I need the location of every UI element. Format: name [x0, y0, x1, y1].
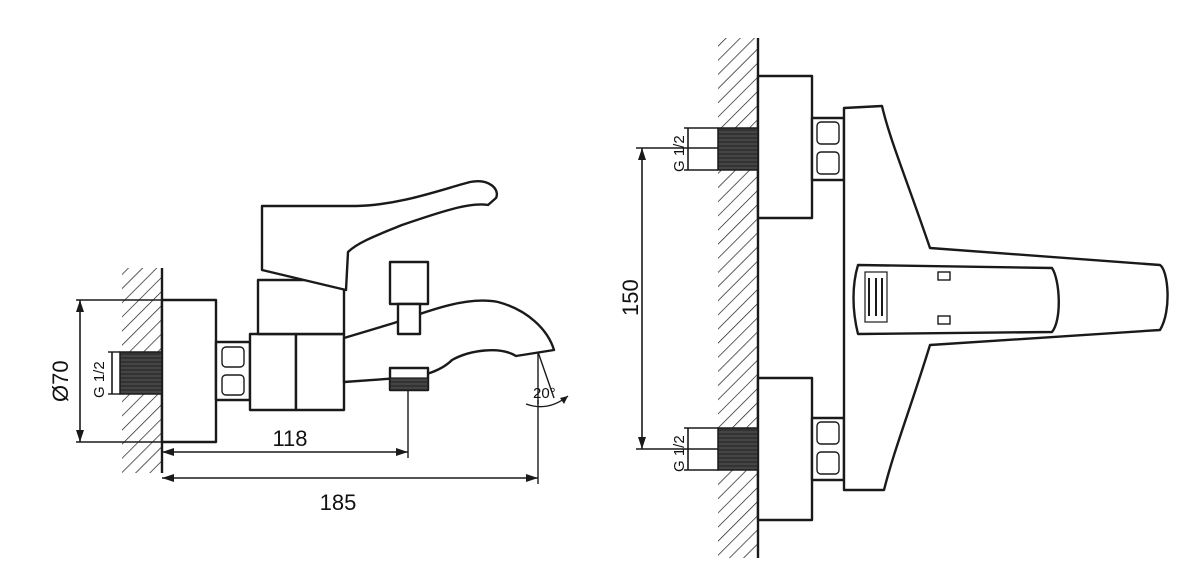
dim185-arrow-right: [526, 474, 538, 482]
wall-flange: [160, 298, 218, 444]
brand-logo: [864, 271, 888, 323]
dia-arrow-bottom: [76, 430, 84, 442]
handle-plate: [852, 263, 1060, 336]
handle-slot-top: [937, 271, 951, 281]
hex-nut-flat-top: [221, 346, 245, 368]
angle-line-tilted: [537, 351, 555, 399]
flange-bottom: [756, 376, 814, 522]
body-block: [294, 332, 346, 412]
nut-bottom-flat-b: [816, 451, 840, 475]
hex-nut: [214, 340, 252, 402]
spout: [342, 299, 556, 384]
body-connector: [248, 332, 298, 412]
front-view: 150 G 1/2 G 1/2: [618, 38, 1169, 558]
wall-hatch-right: [718, 38, 758, 558]
diameter-label: Ø70: [48, 360, 73, 402]
thread-bottom: [717, 427, 759, 471]
dim185-arrow-left: [162, 474, 174, 482]
handle-slot-bottom: [937, 315, 951, 325]
nut-top-flat-b: [816, 151, 840, 175]
length-185-label: 185: [320, 490, 357, 515]
nut-top-flat-a: [816, 121, 840, 145]
lever-handle: [260, 180, 499, 292]
angle-label: 20°: [533, 385, 556, 402]
center-distance-label: 150: [618, 279, 643, 316]
thread-top: [717, 127, 759, 171]
length-118-label: 118: [272, 426, 307, 451]
nut-bottom-flat-a: [816, 421, 840, 445]
thread-label-left: G 1/2: [91, 361, 108, 398]
shower-outlet-thread: [389, 377, 429, 391]
dim150-arrow-bottom: [638, 437, 646, 449]
cartridge-housing: [256, 278, 346, 336]
dim150-arrow-top: [638, 148, 646, 160]
thread-pipe-left: [119, 351, 163, 395]
dim118-arrow-right: [396, 448, 408, 456]
hex-nut-flat-bottom: [221, 374, 245, 396]
diverter-stem: [396, 302, 422, 336]
dim118-arrow-left: [162, 448, 174, 456]
dia-arrow-top: [76, 300, 84, 312]
thread-label-bottom: G 1/2: [671, 435, 688, 472]
thread-label-top: G 1/2: [671, 135, 688, 172]
diverter-knob: [388, 260, 430, 306]
side-view: Ø70 G 1/2 118 185 20°: [48, 180, 569, 515]
angle-arrow: [560, 396, 568, 404]
flange-top: [756, 74, 814, 220]
